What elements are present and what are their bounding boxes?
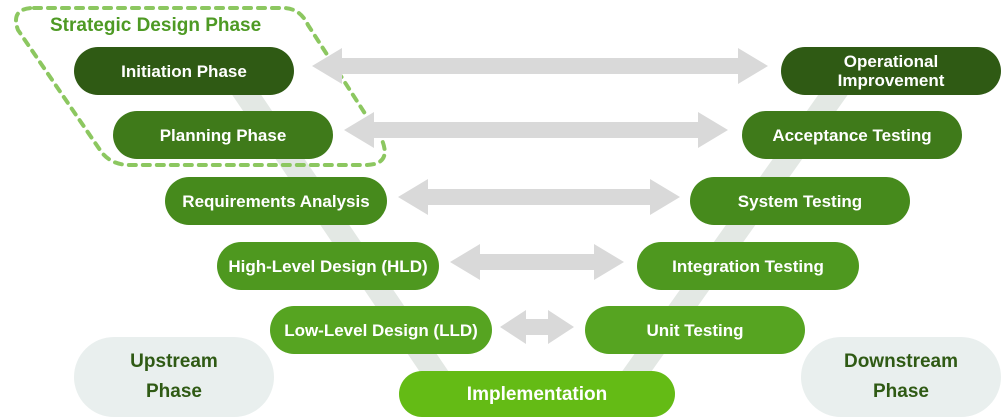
strategic-phase-outline — [14, 6, 387, 167]
arrow-initiation-operational — [312, 48, 768, 84]
operational-improvement-line2: Improvement — [837, 71, 945, 90]
initiation-phase: Initiation Phase — [74, 47, 294, 95]
arrow-planning-acceptance — [344, 112, 728, 148]
upstream-phase: Upstream Phase — [74, 337, 274, 417]
low-level-design: Low-Level Design (LLD) — [270, 306, 492, 354]
downstream-line2: Phase — [873, 381, 929, 402]
planning-phase: Planning Phase — [113, 111, 333, 159]
upstream-line2: Phase — [146, 381, 202, 402]
operational-improvement: Operational Improvement — [781, 47, 1001, 95]
high-level-design: High-Level Design (HLD) — [217, 242, 439, 290]
requirements-analysis: Requirements Analysis — [165, 177, 387, 225]
acceptance-testing: Acceptance Testing — [742, 111, 962, 159]
arrow-lld-unit — [500, 310, 574, 344]
operational-improvement-line1: Operational — [843, 52, 939, 71]
system-testing: System Testing — [690, 177, 910, 225]
unit-testing: Unit Testing — [585, 306, 805, 354]
strategic-design-phase-label: Strategic Design Phase — [50, 15, 262, 36]
arrow-hld-integration — [450, 244, 624, 280]
downstream-phase: Downstream Phase — [801, 337, 1001, 417]
implementation: Implementation — [399, 371, 675, 417]
arrow-requirements-system — [398, 179, 680, 215]
upstream-line1: Upstream — [130, 351, 218, 372]
integration-testing: Integration Testing — [637, 242, 859, 290]
downstream-line1: Downstream — [843, 351, 959, 372]
